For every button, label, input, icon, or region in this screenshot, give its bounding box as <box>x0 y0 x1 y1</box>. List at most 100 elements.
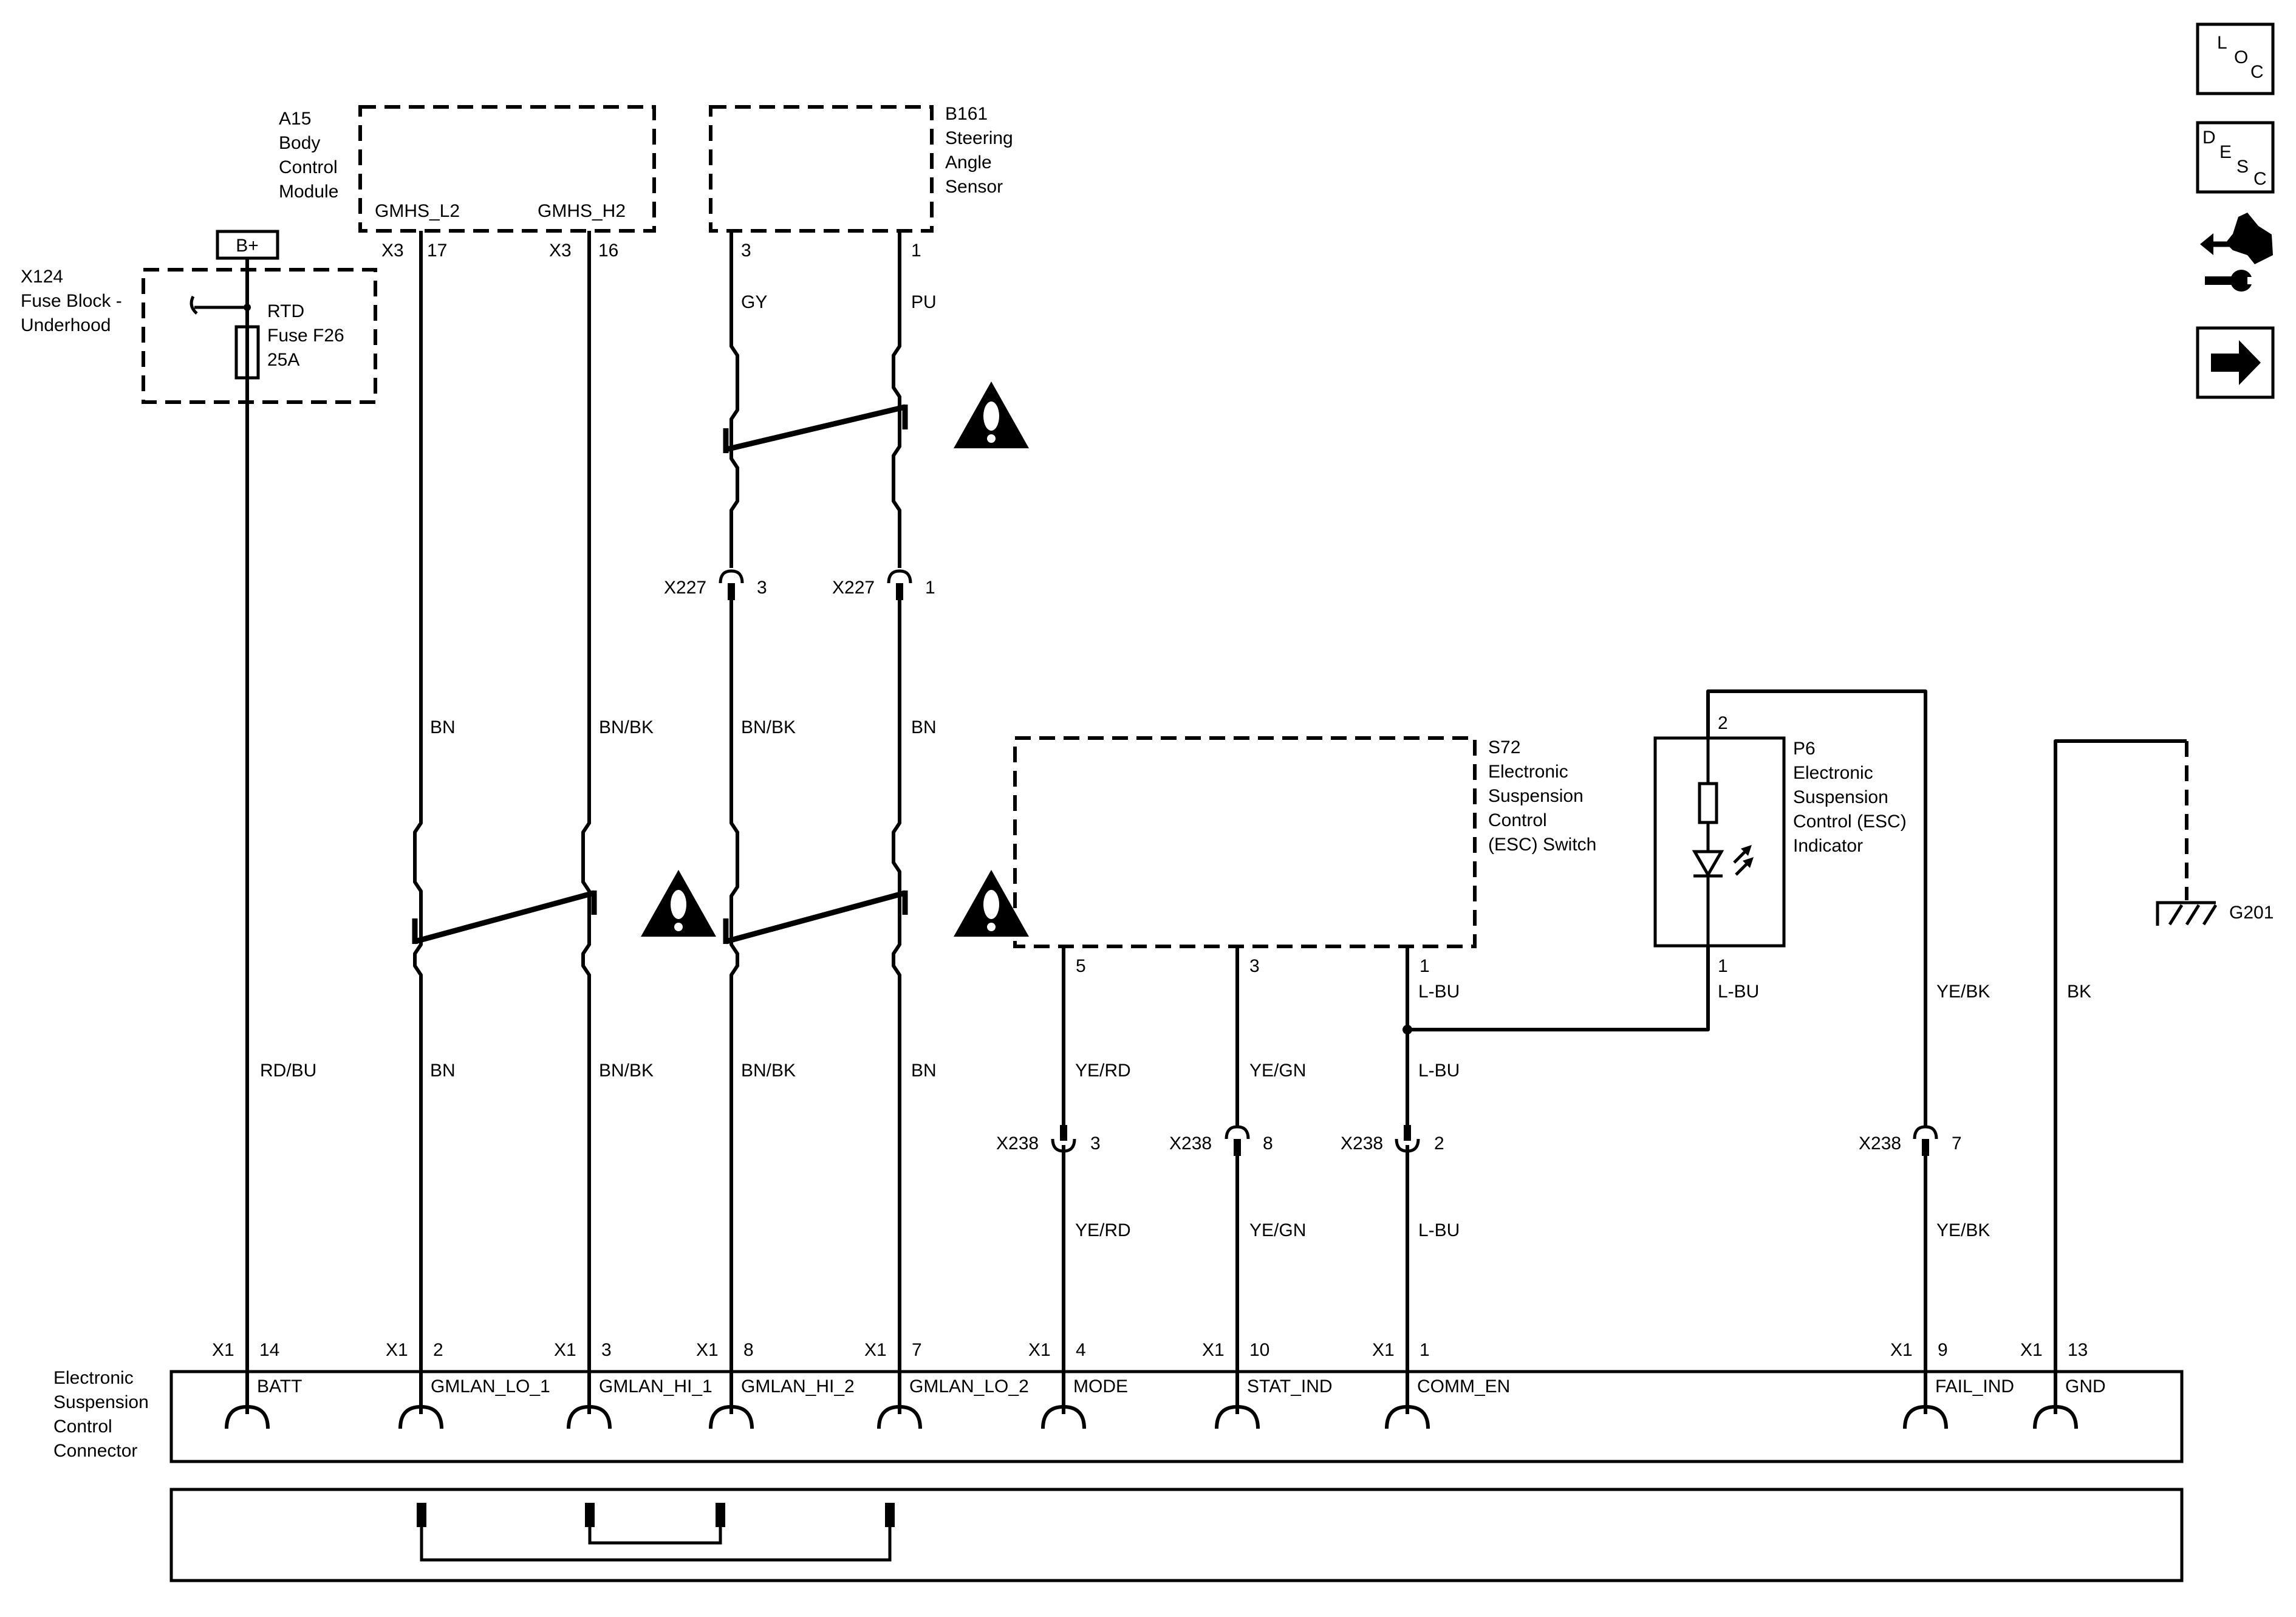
x238-pin-label-mode: 3 <box>1090 1133 1101 1154</box>
s72-label-3: Control <box>1488 810 1547 830</box>
wire-fail-upper <box>1706 689 1927 1127</box>
gmlan-bus-box <box>169 1488 2184 1582</box>
pin-name: MODE <box>1073 1376 1128 1396</box>
pin-terminal-icon <box>225 1405 270 1429</box>
wire-label-lbu-4: L-BU <box>1418 1220 1460 1240</box>
pin-terminal-icon <box>398 1405 443 1429</box>
x227-pin-1 <box>896 583 903 600</box>
b161-outline <box>709 105 934 233</box>
twisted-pair-lo1-hi1 <box>414 890 595 945</box>
loc-letter-c: C <box>2250 62 2264 82</box>
pin-conn-label: X1 <box>1202 1340 1225 1360</box>
wire-lbu-to-p6 <box>1407 946 1710 1031</box>
desc-button[interactable]: D E S C <box>2196 121 2275 194</box>
x227-pin-label-a: 3 <box>757 578 767 598</box>
pin-name: GMLAN_LO_2 <box>909 1376 1029 1396</box>
arrow-right-icon <box>2211 340 2261 385</box>
pin-number: 7 <box>912 1340 922 1360</box>
fuse-label-3: 25A <box>267 350 299 370</box>
s72-label-1: Electronic <box>1488 762 1568 782</box>
x238-connector-fail <box>1913 1125 1938 1140</box>
x124-fuse-block: B+ X124 Fuse Block - Underhood RTD Fuse … <box>21 230 377 404</box>
x238-pin-stat <box>1234 1139 1241 1156</box>
desc-letter-s: S <box>2236 157 2249 177</box>
pin-conn-label: X1 <box>696 1340 719 1360</box>
x124-outline <box>142 268 377 404</box>
caution-icon <box>641 870 716 937</box>
wire-label-bk: BK <box>2067 982 2091 1002</box>
pin-conn-label: X1 <box>1028 1340 1051 1360</box>
connector-tool-icon[interactable] <box>2200 213 2273 292</box>
pin-number: 3 <box>601 1340 612 1360</box>
led-arrow-1 <box>1741 845 1752 856</box>
wire-label-yegn-1: YE/GN <box>1249 1061 1306 1081</box>
x124-label-2: Underhood <box>21 315 111 335</box>
s72-pin-comm: 1 <box>1420 956 1430 976</box>
x238-pin-label-fail: 7 <box>1952 1133 1962 1154</box>
pin-terminal-icon <box>709 1405 754 1429</box>
pin-number: 14 <box>259 1340 279 1360</box>
wire-gmlan-hi-1 <box>581 231 591 1414</box>
bus-box-outline <box>169 1488 2184 1582</box>
splice-dot <box>1403 1025 1412 1034</box>
twisted-pair-upper <box>725 404 906 453</box>
module-title-4: Connector <box>53 1441 137 1461</box>
b161-label-2: Angle <box>945 152 992 173</box>
wire-label-bnbk-3: BN/BK <box>599 1061 654 1081</box>
loc-letter-l: L <box>2217 33 2227 53</box>
pin-terminal-icon <box>1903 1405 1948 1429</box>
wire-label-yebk-2: YE/BK <box>1936 1220 1990 1240</box>
pin-name: GMLAN_LO_1 <box>431 1376 550 1396</box>
loc-button[interactable]: L O C <box>2196 22 2275 95</box>
caution-icon <box>954 870 1029 937</box>
led-icon <box>1692 850 1724 878</box>
pin-conn-label: X1 <box>212 1340 234 1360</box>
ground-hatch-3 <box>2202 904 2218 926</box>
wire-gmlan-lo-1 <box>413 231 423 1414</box>
bus-terminal-lo-2 <box>885 1503 895 1527</box>
pin-conn-label: X1 <box>864 1340 887 1360</box>
s72-pin-mode: 5 <box>1076 956 1086 976</box>
ground-icon <box>2156 901 2216 926</box>
x238-pin-comm <box>1404 1125 1411 1141</box>
pin-number: 10 <box>1249 1340 1269 1360</box>
bus-link-hi <box>588 1527 722 1545</box>
a15-conn-l: X3 <box>381 241 404 261</box>
x227-pin-label-b: 1 <box>925 578 935 598</box>
wire-pu-upper <box>892 231 901 568</box>
p6-pin-bottom: 1 <box>1718 956 1728 976</box>
x238-connector-stat <box>1225 1125 1250 1140</box>
x227-pin-3 <box>728 583 735 600</box>
fuse-label-2: Fuse F26 <box>267 326 344 346</box>
connector-body <box>169 1370 2184 1463</box>
p6-esc-indicator: 2 1 P6 Electronic Suspension Control (ES… <box>1653 713 1907 976</box>
wire-label-bn-2: BN <box>911 717 937 737</box>
b161-pin-b: 1 <box>911 241 921 261</box>
desc-letter-e: E <box>2219 142 2232 162</box>
x124-label-1: Fuse Block - <box>21 291 122 311</box>
module-title-3: Control <box>53 1417 112 1437</box>
pin-conn-label: X1 <box>2020 1340 2043 1360</box>
x238-pin-fail <box>1922 1139 1929 1156</box>
wire-gmlan-lo-2 <box>892 598 901 1414</box>
pin-name: BATT <box>257 1376 302 1396</box>
fuse-clip-icon <box>190 295 198 315</box>
wire-label-bn-1: BN <box>430 717 456 737</box>
p6-name: P6 <box>1793 739 1816 759</box>
next-arrow-button[interactable] <box>2196 326 2275 399</box>
p6-outline <box>1653 736 1786 948</box>
a15-pin-gmhs-h2: GMHS_H2 <box>538 201 626 221</box>
wire-label-yerd-1: YE/RD <box>1075 1061 1131 1081</box>
pin-terminal-icon <box>1041 1405 1086 1429</box>
a15-label-1: Body <box>279 133 320 153</box>
b161-label-1: Steering <box>945 128 1013 148</box>
bus-terminal-lo-1 <box>417 1503 426 1527</box>
x124-name: X124 <box>21 267 63 287</box>
wires <box>245 231 2188 1414</box>
x238-connector-comm <box>1395 1138 1420 1153</box>
g201-ground: G201 <box>2156 901 2274 926</box>
desc-letter-d: D <box>2202 128 2216 148</box>
pin-number: 4 <box>1076 1340 1086 1360</box>
wire-color-labels: GY PU BN BN/BK BN/BK BN RD/BU BN BN/BK B… <box>260 292 2091 1240</box>
